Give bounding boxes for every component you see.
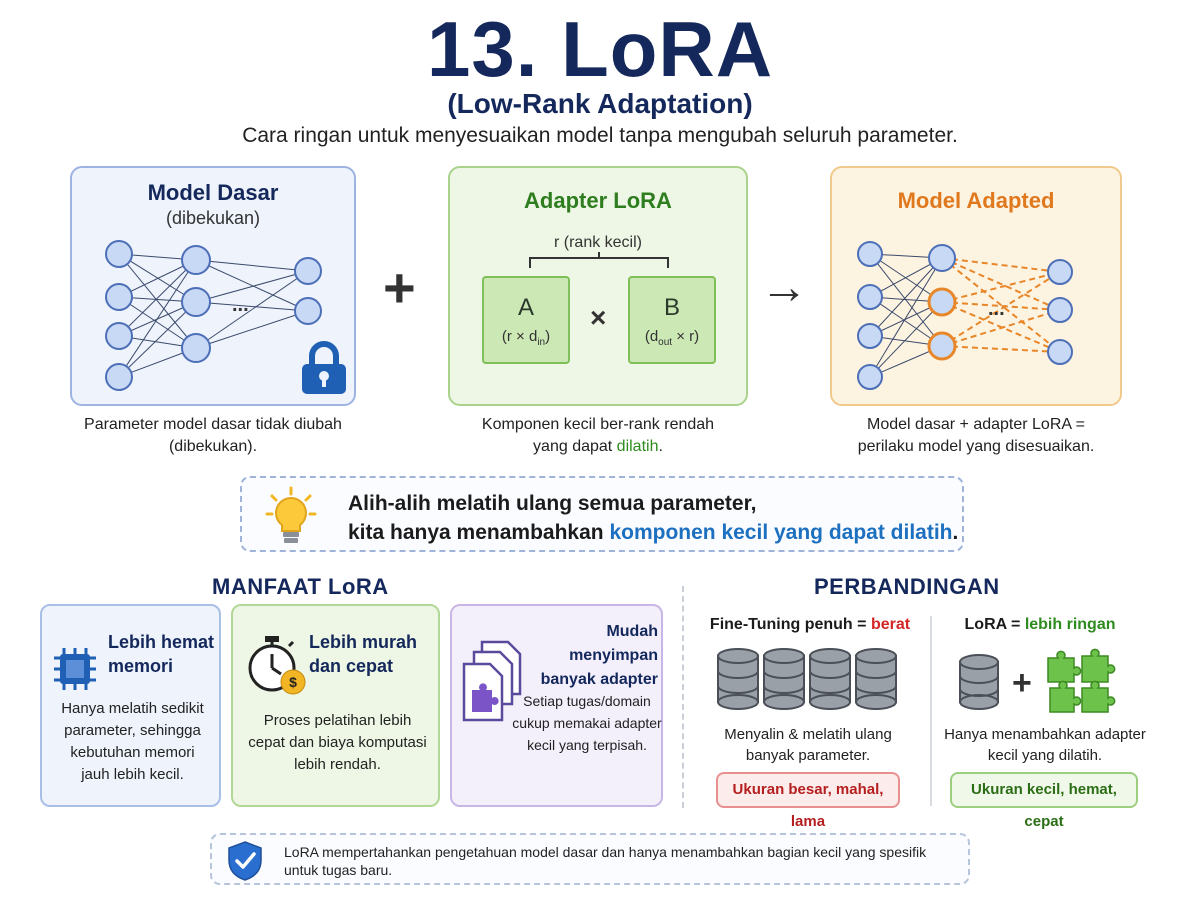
- lora-compare-badge: Ukuran kecil, hemat, cepat: [950, 772, 1138, 830]
- hidden-node: [181, 287, 211, 317]
- insight-box: Alih-alih melatih ulang semua parameter,…: [240, 476, 964, 552]
- full-finetune-title: Fine-Tuning penuh = berat: [709, 616, 911, 633]
- page-tagline: Cara ringan untuk menyesuaikan model tan…: [242, 124, 958, 147]
- adapted-ellipsis: ...: [988, 298, 1005, 320]
- full-finetune-text: Menyalin & melatih ulang banyak paramete…: [724, 726, 892, 764]
- puzzle-pieces-icon: [1047, 648, 1116, 713]
- hidden-node: [181, 245, 211, 275]
- hidden-node: [928, 244, 956, 272]
- adapted-model-title: Model Adapted: [897, 188, 1055, 213]
- base-model-panel: Model Dasar (dibekukan) ...: [70, 166, 356, 406]
- arrow-right-icon: →: [760, 261, 808, 314]
- times-operator: ×: [590, 302, 607, 333]
- benefit-title: Mudah menyimpan banyak adapter: [540, 623, 658, 688]
- documents-puzzle-icon: [462, 640, 522, 722]
- insight-text: Alih-alih melatih ulang semua parameter,…: [348, 492, 959, 544]
- output-node: [1047, 339, 1073, 365]
- benefit-card-cost: $ Lebih murah dan cepat Proses pelatihan…: [231, 604, 440, 807]
- benefits-section-title: MANFAAT LoRA: [212, 574, 389, 599]
- input-node: [857, 241, 883, 267]
- hidden-node: [181, 333, 211, 363]
- plus-operator: +: [383, 256, 416, 319]
- lora-compare-title: LoRA = lebih ringan: [964, 616, 1116, 633]
- adapted-hidden-node: [927, 287, 957, 317]
- lora-compare-text: Hanya menambahkan adapter kecil yang dil…: [944, 726, 1146, 764]
- compare-plus-operator: +: [1012, 664, 1032, 702]
- base-network-diagram: [105, 240, 322, 391]
- benefit-title: Lebih murah dan cepat: [309, 632, 418, 676]
- stopwatch-icon: $: [248, 636, 306, 695]
- shield-check-icon: [228, 841, 262, 881]
- section-divider: [682, 586, 684, 808]
- output-node: [1047, 259, 1073, 285]
- full-finetune-badge: Ukuran besar, mahal, lama: [716, 772, 900, 830]
- input-node: [105, 283, 133, 311]
- matrix-a: A (r × din): [482, 276, 570, 364]
- comparison-divider: [930, 616, 932, 806]
- input-node: [105, 363, 133, 391]
- benefit-title: Lebih hemat memori: [108, 632, 215, 676]
- lora-adapter-caption: Komponen kecil ber-rank rendah yang dapa…: [481, 416, 715, 455]
- input-node: [857, 364, 883, 390]
- lora-adapter-panel: Adapter LoRA r (rank kecil) A (r × din) …: [448, 166, 748, 406]
- adapted-network-diagram: [857, 241, 1073, 390]
- benefit-card-memory: Lebih hemat memori Hanya melatih sedikit…: [40, 604, 221, 807]
- output-node: [294, 257, 322, 285]
- database-icon: [959, 654, 999, 710]
- output-node: [1047, 297, 1073, 323]
- base-model-subtitle: (dibekukan): [165, 208, 261, 228]
- chip-icon: [54, 648, 96, 690]
- benefit-text: Hanya melatih sedikit parameter, sehingg…: [61, 700, 204, 783]
- base-model-caption: Parameter model dasar tidak diubah (dibe…: [84, 416, 342, 455]
- database-stack-icon: [717, 648, 897, 710]
- benefit-text: Proses pelatihan lebih cepat dan biaya k…: [248, 712, 427, 773]
- footer-note: LoRA mempertahankan pengetahuan model da…: [210, 833, 970, 885]
- input-node: [105, 322, 133, 350]
- output-node: [294, 297, 322, 325]
- adapted-model-panel: Model Adapted ...: [830, 166, 1122, 406]
- input-node: [857, 323, 883, 349]
- footer-note-text: LoRA mempertahankan pengetahuan model da…: [284, 844, 927, 878]
- page-subtitle: (Low-Rank Adaptation): [447, 88, 753, 119]
- lora-adapter-title: Adapter LoRA: [524, 188, 672, 213]
- adapted-hidden-node: [927, 331, 957, 361]
- benefit-card-adapters: Mudah menyimpan banyak adapter Setiap tu…: [450, 604, 663, 807]
- adapted-model-caption: Model dasar + adapter LoRA = perilaku mo…: [857, 416, 1095, 455]
- input-node: [105, 240, 133, 268]
- lock-icon: [302, 341, 346, 394]
- svg-text:$: $: [289, 674, 297, 690]
- base-ellipsis: ...: [232, 294, 249, 316]
- comparison-section-title: PERBANDINGAN: [814, 574, 1000, 599]
- input-node: [857, 284, 883, 310]
- rank-bracket: [529, 252, 669, 268]
- matrix-b: B (dout × r): [628, 276, 716, 364]
- benefit-text: Setiap tugas/domain cukup memakai adapte…: [512, 693, 662, 753]
- base-model-title: Model Dasar: [147, 180, 279, 205]
- rank-label: r (rank kecil): [553, 234, 642, 251]
- page-title: 13. LoRA: [426, 5, 774, 93]
- lightbulb-icon: [265, 486, 317, 543]
